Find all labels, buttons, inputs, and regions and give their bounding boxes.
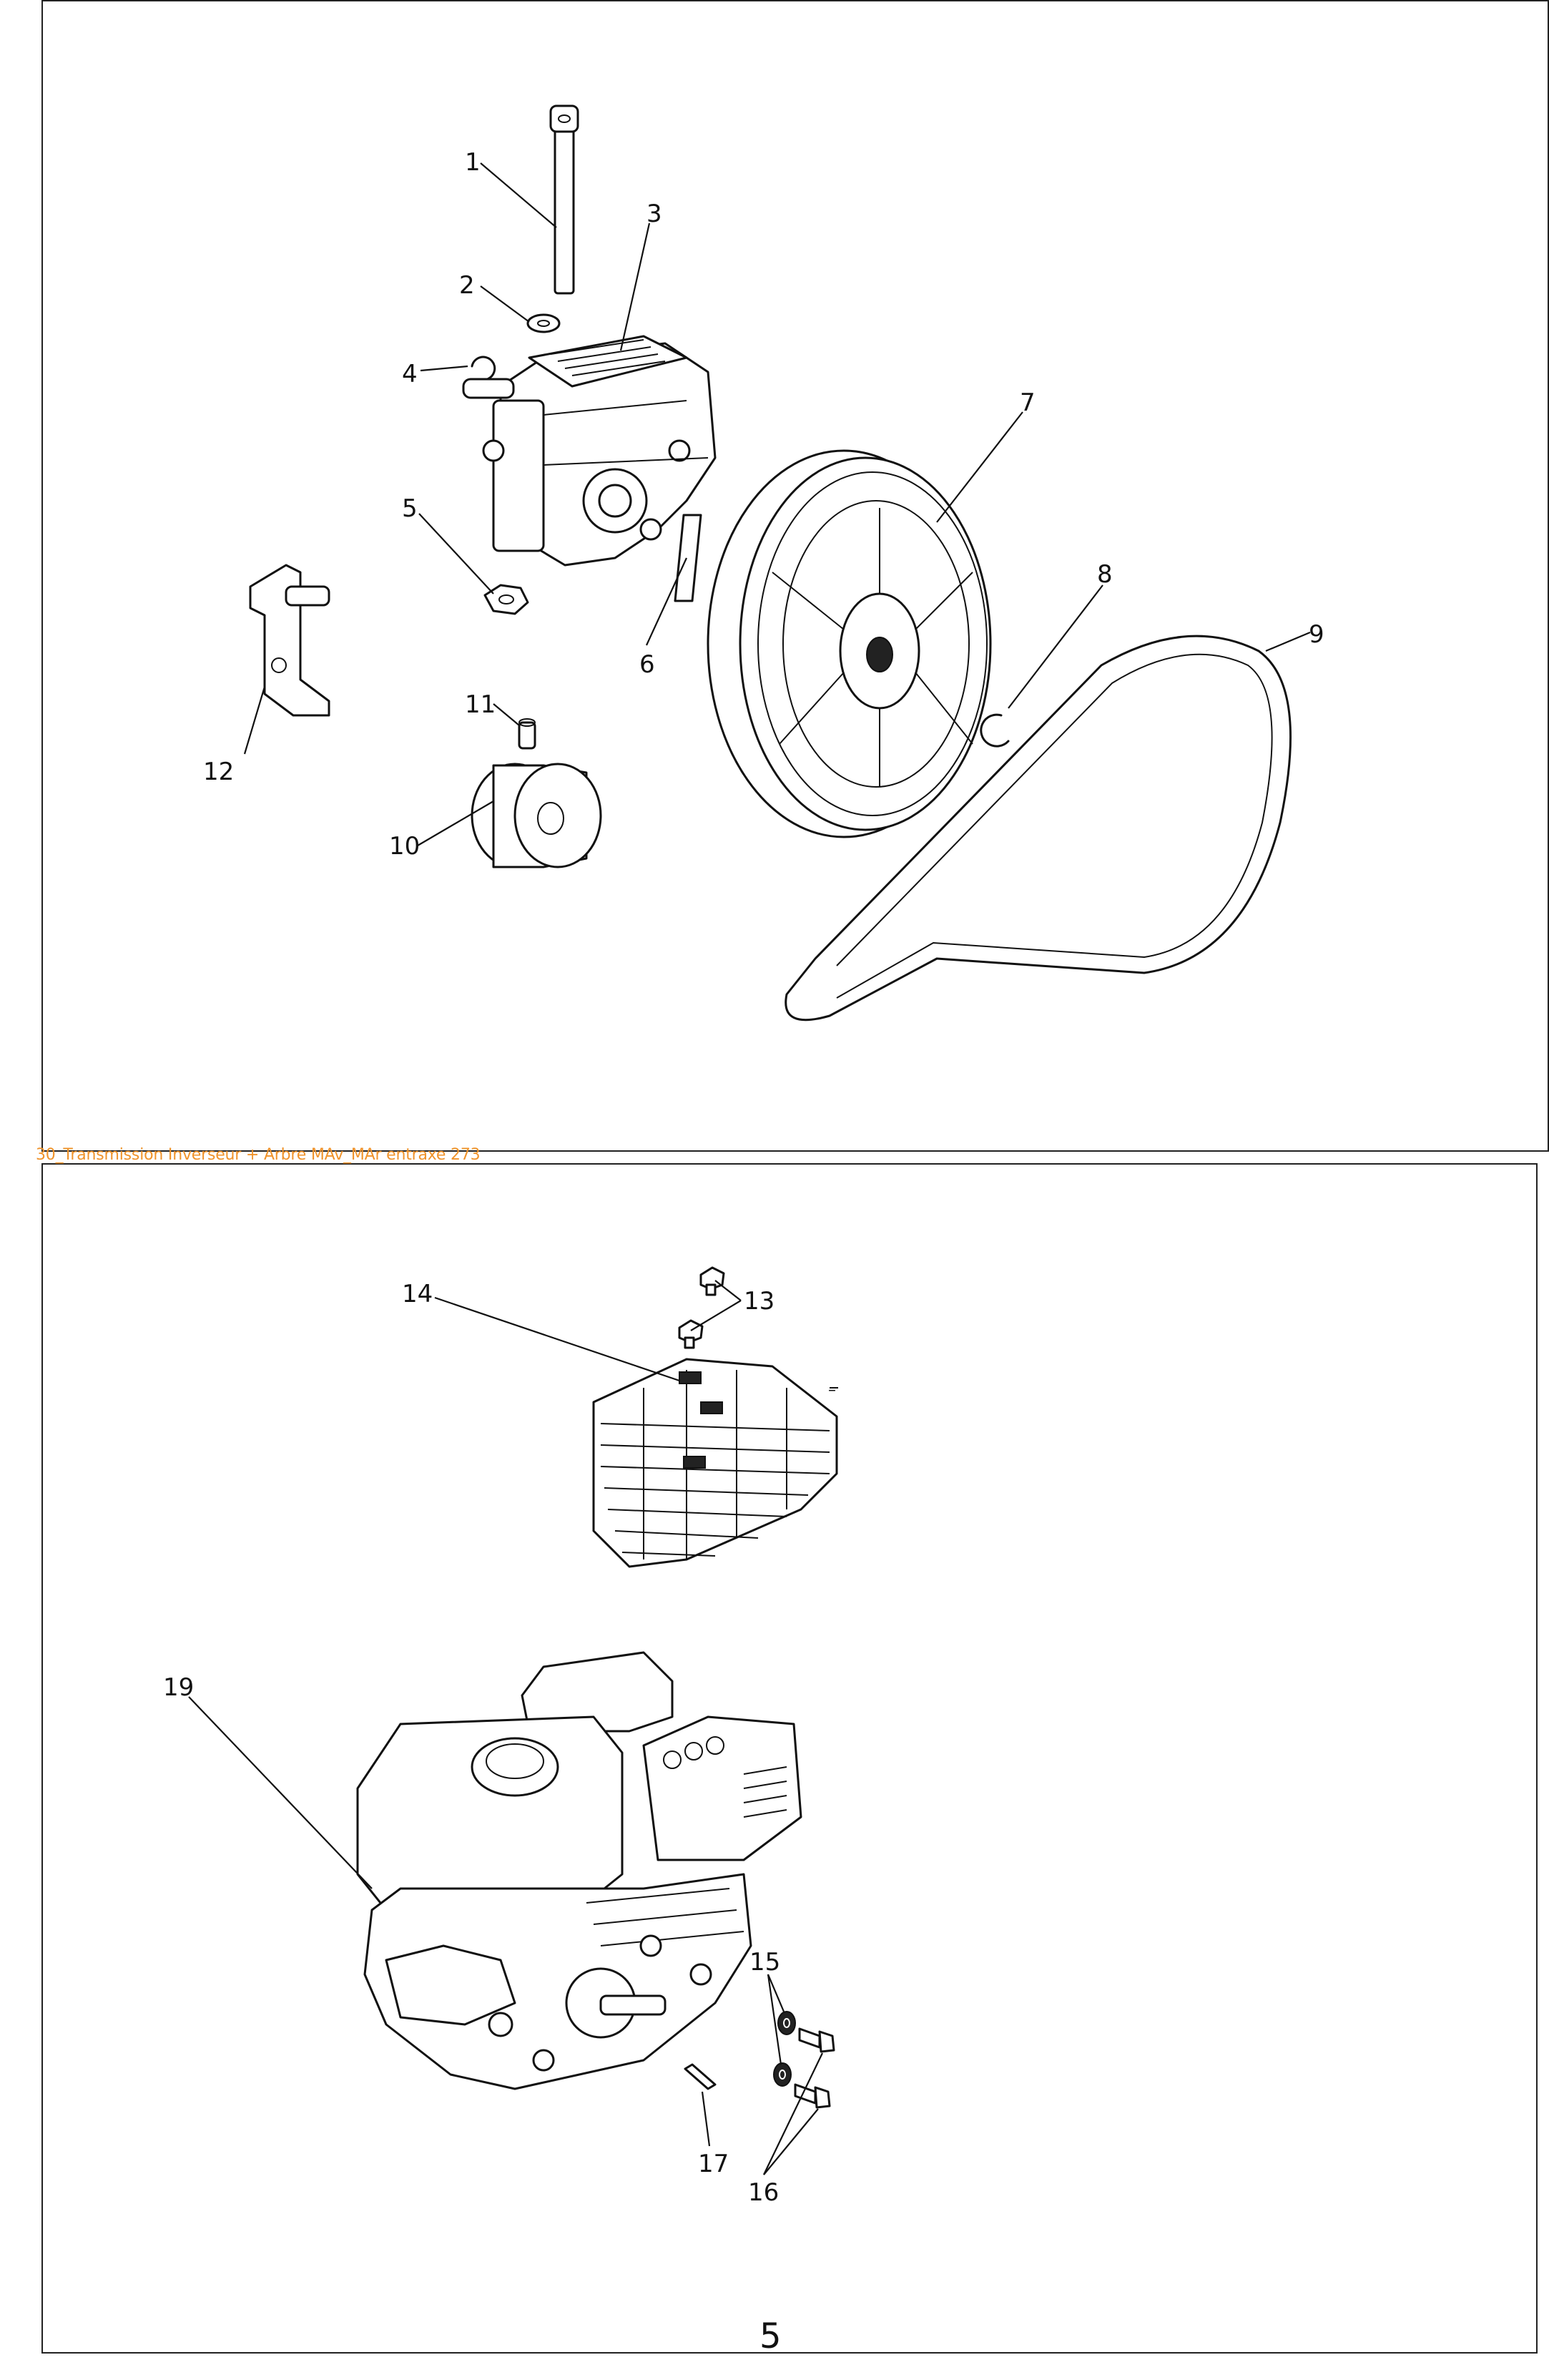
part-10-pulley	[471, 763, 602, 868]
part-9-belt	[785, 635, 1292, 1022]
callout-1: 1	[465, 148, 481, 177]
part-6-pin	[674, 514, 702, 602]
part-7-wheel-pulley	[707, 449, 992, 838]
callout-12: 12	[203, 758, 234, 786]
section-caption: 30_Transmission Inverseur + Arbre MAv_MA…	[36, 1146, 481, 1164]
part-3-gearbox	[462, 335, 717, 567]
callout-13: 13	[744, 1287, 775, 1316]
callout-17: 17	[698, 2150, 729, 2178]
part-13-screws	[678, 1266, 725, 1349]
part-15-washers	[773, 2011, 796, 2087]
callout-15: 15	[749, 1948, 780, 1977]
part-19-engine	[356, 1651, 802, 2090]
page-number: 5	[759, 2316, 782, 2356]
callout-9: 9	[1309, 620, 1324, 649]
part-5-nut	[483, 584, 529, 615]
callout-4: 4	[402, 360, 418, 388]
callout-6: 6	[639, 650, 655, 679]
callout-19: 19	[163, 1673, 194, 1702]
callout-11: 11	[465, 690, 496, 719]
callout-5: 5	[402, 494, 418, 523]
top-leader-lines	[243, 162, 1311, 846]
part-8-clip	[980, 713, 1010, 748]
part-2-washer	[526, 313, 561, 333]
callout-3: 3	[646, 200, 662, 228]
callout-16: 16	[748, 2178, 779, 2207]
part-1-bolt	[549, 104, 579, 295]
stray-mark: –	[828, 1381, 836, 1399]
part-4-circlip	[471, 356, 496, 381]
part-11-spacer	[518, 718, 536, 750]
callout-10: 10	[389, 832, 420, 861]
callout-8: 8	[1097, 560, 1113, 589]
part-16-bolts	[794, 2027, 835, 2109]
callout-7: 7	[1020, 388, 1036, 417]
callout-14: 14	[402, 1280, 433, 1308]
part-14-muffler-guard	[592, 1358, 838, 1568]
bottom-leader-lines	[188, 1280, 838, 2175]
part-12-bracket	[249, 564, 330, 717]
callout-2: 2	[459, 271, 475, 300]
part-17-key	[684, 2063, 717, 2090]
